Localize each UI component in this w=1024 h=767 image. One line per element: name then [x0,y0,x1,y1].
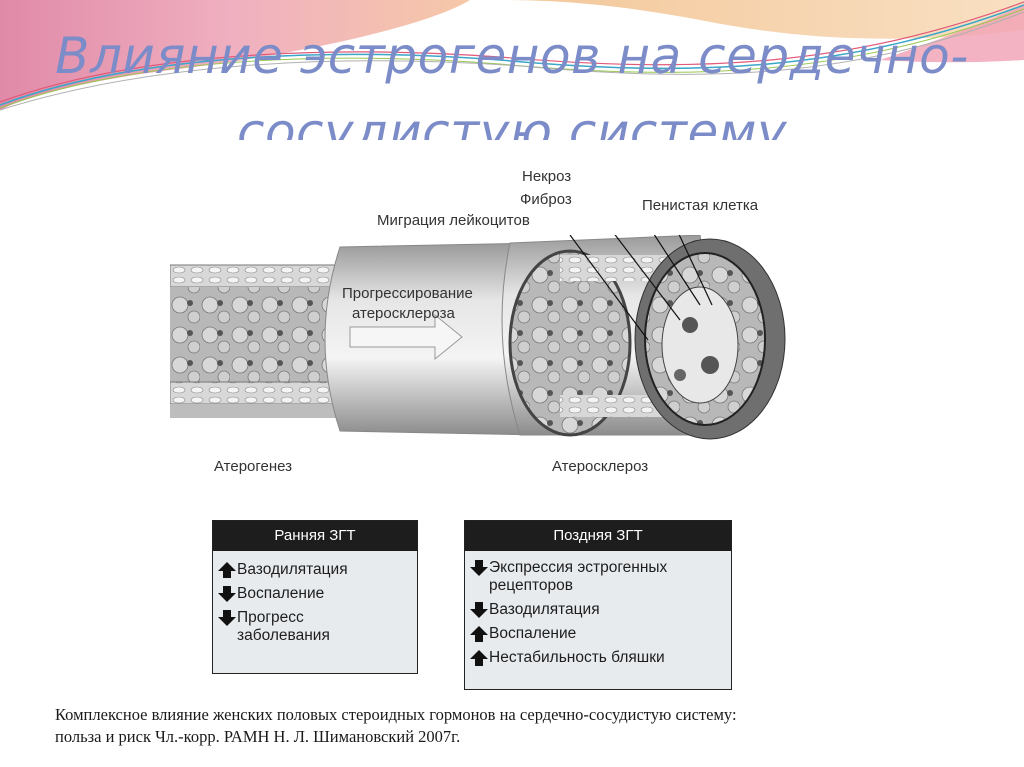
late-hrt-item: Нестабильность бляшки [469,649,727,667]
early-hrt-item: Вазодилятация [217,561,413,579]
early-hrt-panel: Ранняя ЗГТ Вазодилятация Воспаление Прог… [212,520,418,674]
label-foam-cell: Пенистая клетка [642,197,759,214]
late-hrt-item: Экспрессия эстрогенных рецепторов [469,559,727,595]
slide-title-line1: Влияние эстрогенов на сердечно- [55,27,969,85]
late-hrt-panel: Поздняя ЗГТ Экспрессия эстрогенных рецеп… [464,520,732,690]
label-atherogenesis: Атерогенез [214,458,293,475]
early-hrt-item: Прогресс заболевания [217,609,413,645]
label-fibrosis: Фиброз [520,191,572,208]
arrow-up-icon [217,561,237,579]
arrow-down-icon [469,559,489,577]
early-hrt-item: Воспаление [217,585,413,603]
label-necrosis: Некроз [522,168,572,185]
atherosclerosis-diagram: Некроз Фиброз Пенистая клетка Миграция л… [152,140,882,690]
blood-vessel-illustration [170,235,786,440]
decorative-wave-background [0,0,1024,111]
label-leukocyte-migration: Миграция лейкоцитов [377,212,530,229]
caption-line1: Комплексное влияние женских половых стер… [55,705,737,724]
early-hrt-header: Ранняя ЗГТ [213,521,417,551]
label-atherosclerosis: Атеросклероз [552,458,649,475]
caption-line2: польза и риск Чл.-корр. РАМН Н. Л. Шиман… [55,727,461,746]
label-progression-line1: Прогрессирование [342,285,473,302]
late-hrt-item: Вазодилятация [469,601,727,619]
figure-caption: Комплексное влияние женских половых стер… [55,704,975,748]
arrow-down-icon [217,609,237,627]
arrow-up-icon [469,649,489,667]
label-progression-line2: атеросклероза [352,305,455,322]
arrow-up-icon [469,625,489,643]
arrow-down-icon [469,601,489,619]
late-hrt-item: Воспаление [469,625,727,643]
late-hrt-header: Поздняя ЗГТ [465,521,731,551]
arrow-down-icon [217,585,237,603]
